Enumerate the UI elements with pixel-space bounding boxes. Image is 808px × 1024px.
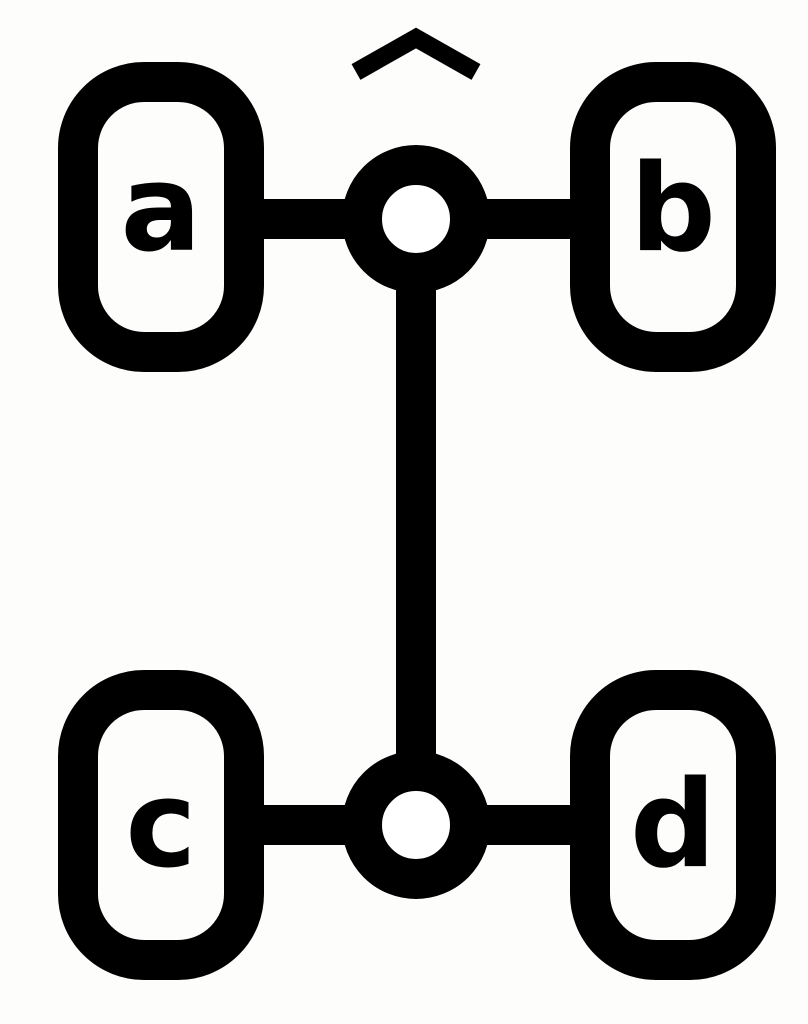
wheel-label-front-right: b: [630, 140, 716, 279]
wheel-front-right: b: [570, 62, 776, 372]
wheel-label-rear-left: c: [125, 756, 196, 895]
wheel-label-front-left: a: [121, 140, 202, 279]
wheel-rear-right: d: [570, 670, 776, 980]
front-differential: [342, 145, 490, 293]
wheel-front-left: a: [58, 62, 264, 372]
rear-differential: [342, 751, 490, 899]
wheel-rear-left: c: [58, 670, 264, 980]
wheel-label-rear-right: d: [630, 756, 716, 895]
chevron-up-icon: [351, 27, 481, 80]
